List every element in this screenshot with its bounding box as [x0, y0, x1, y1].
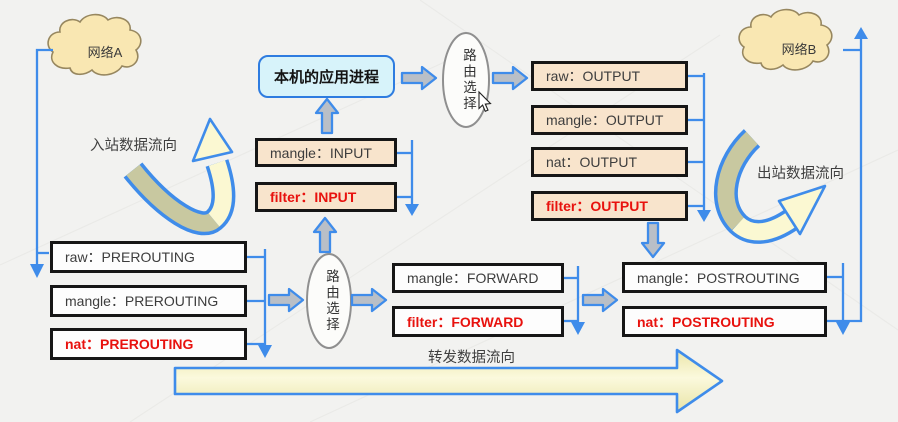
routing-ellipse-top — [442, 32, 490, 128]
network-a-label: 网络A — [87, 45, 123, 60]
chain-box-mangle-forward: mangle：FORWARD — [392, 263, 564, 293]
cloud-network-a — [47, 13, 142, 76]
inbound-flow-label: 入站数据流向 — [90, 138, 177, 154]
blue-arrowheads — [30, 27, 868, 358]
chain-box-raw-prerouting: raw：PREROUTING — [50, 241, 247, 273]
mouse-pointer-icon — [478, 90, 492, 113]
inbound-swoosh-arrow — [123, 117, 236, 236]
routing-top-label: 路由选择 — [461, 48, 476, 112]
chain-box-nat-output: nat：OUTPUT — [531, 147, 688, 177]
network-b-label: 网络B — [781, 42, 817, 57]
forward-flow-label: 转发数据流向 — [428, 350, 515, 366]
grey-flow-arrows — [267, 65, 666, 313]
outbound-swoosh-arrow — [713, 129, 827, 244]
chain-box-nat-prerouting: nat：PREROUTING — [50, 328, 247, 360]
cloud-network-b — [738, 8, 833, 71]
chain-box-raw-output: raw：OUTPUT — [531, 61, 688, 91]
outbound-flow-label: 出站数据流向 — [757, 166, 844, 182]
forward-flow-arrow — [173, 348, 724, 414]
chain-box-mangle-prerouting: mangle：PREROUTING — [50, 285, 247, 317]
blue-connectors — [35, 38, 863, 347]
chain-box-nat-postrouting: nat：POSTROUTING — [622, 306, 827, 337]
chain-box-filter-input: filter：INPUT — [255, 182, 397, 212]
chain-box-mangle-output: mangle：OUTPUT — [531, 105, 688, 135]
chain-box-filter-output: filter：OUTPUT — [531, 191, 688, 221]
chain-box-mangle-postrouting: mangle：POSTROUTING — [622, 262, 827, 293]
chain-box-filter-forward: filter：FORWARD — [392, 306, 564, 337]
local-process-box: 本机的应用进程 — [258, 55, 395, 98]
routing-bottom-label: 路由选择 — [324, 269, 339, 333]
chain-box-mangle-input: mangle：INPUT — [255, 138, 397, 167]
